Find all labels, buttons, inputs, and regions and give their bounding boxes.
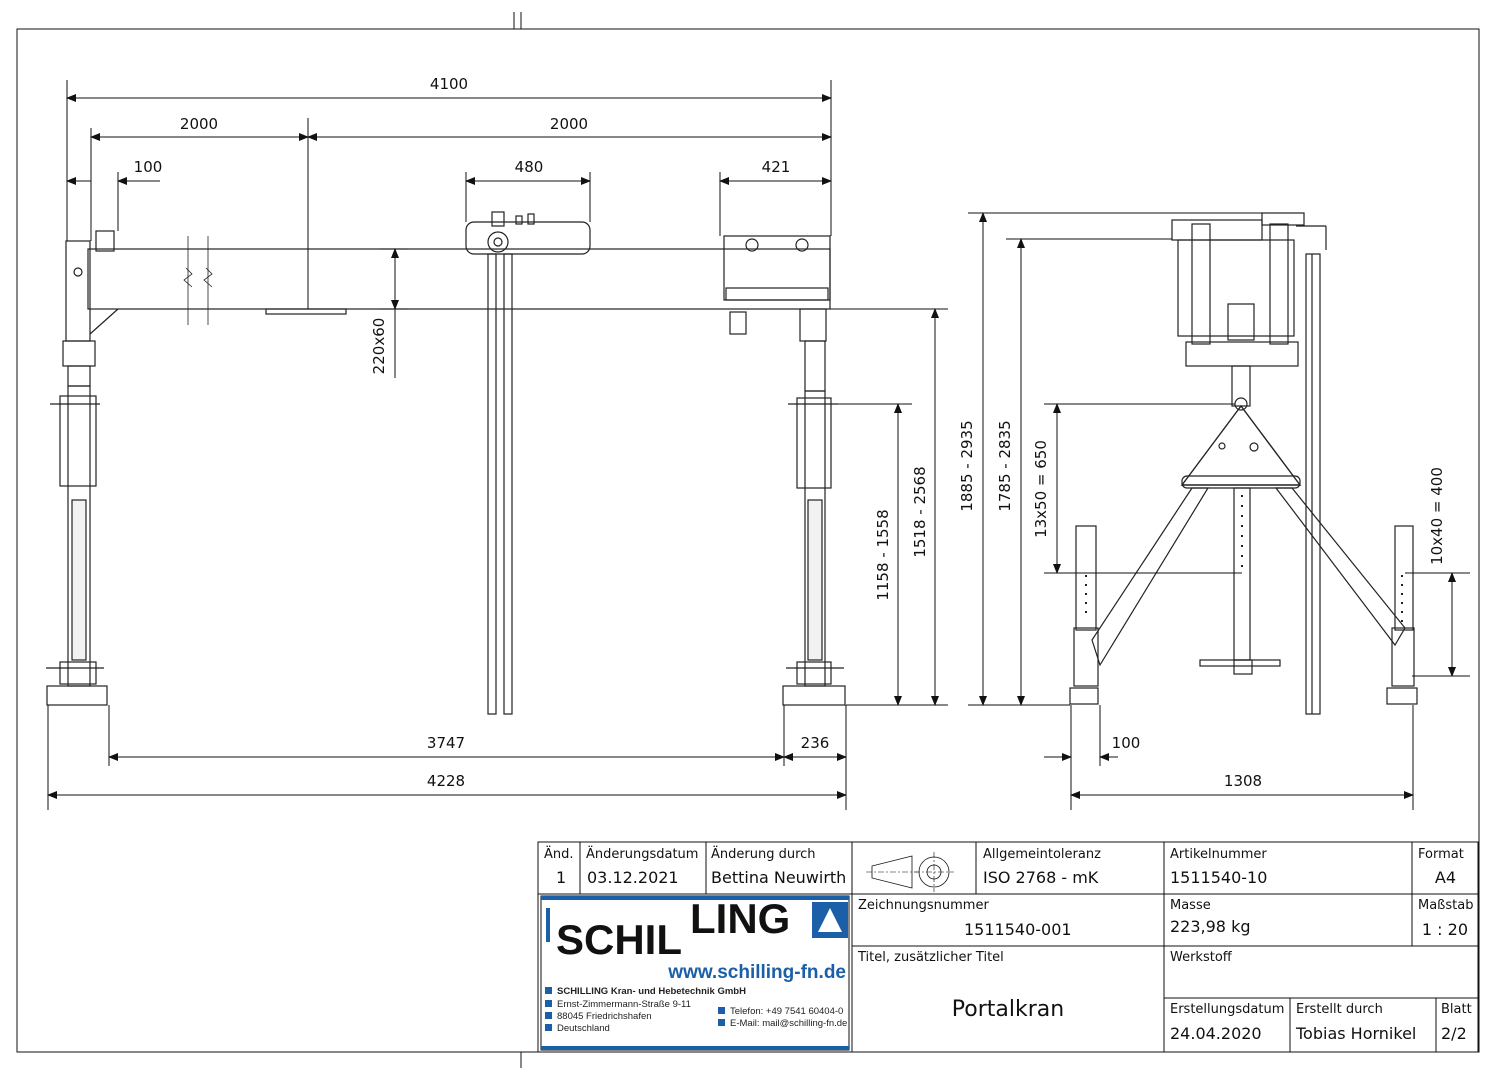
article-value: 1511540-10 [1170,868,1267,887]
format-value: A4 [1435,868,1456,887]
dim-beam-underside-height: 1518 - 2568 [911,466,929,557]
revision-value: 1 [556,868,566,887]
company-website: www.schilling-fn.de [667,962,846,983]
hook-strap-right [503,253,513,715]
tolerance-label: Allgemeintoleranz [983,847,1101,862]
created-by-value: Tobias Hornikel [1295,1024,1416,1043]
right-foot [782,685,846,706]
dim-foot-width: 236 [801,734,830,752]
title-label: Titel, zusätzlicher Titel [857,950,1004,965]
company-street: Ernst-Zimmermann-Straße 9-11 [557,999,691,1010]
bullet-icon [545,1024,552,1031]
hoist-base [1185,341,1299,367]
center-post [1233,487,1251,661]
right-side-foot [1386,687,1418,705]
format-label: Format [1418,847,1464,862]
article-label: Artikelnummer [1170,847,1267,862]
scale-value: 1 : 20 [1422,920,1468,939]
dim-leg-height-range: 1158 - 1558 [874,509,892,600]
main-beam [87,248,831,310]
revision-label: Änd. [544,846,574,862]
side-view [1069,212,1418,715]
material-label: Werkstoff [1170,950,1233,965]
tolerance-value: ISO 2768 - mK [983,868,1099,887]
sheet-value: 2/2 [1441,1024,1467,1043]
front-dimensions [47,80,948,810]
dim-base-width: 1308 [1224,772,1262,790]
center-plate [265,308,347,315]
dim-beam-section: 220x60 [370,318,388,375]
dim-foot-offset: 100 [1112,734,1141,752]
dim-leg-span-inner: 3747 [427,734,465,752]
company-logo-block: SCHIL LING www.schilling-fn.de SCHILLING… [540,895,850,1051]
dim-overall-width: 4100 [430,75,468,93]
side-rail [1305,253,1321,715]
dim-rail-height: 1785 - 2835 [996,420,1014,511]
scale-label: Maßstab [1418,898,1473,913]
company-city: 88045 Friedrichshafen [557,1011,652,1022]
hoist-box [723,235,831,301]
dim-upper-adjust: 13x50 = 650 [1032,440,1050,538]
phone-icon [718,1007,725,1014]
bullet-icon [545,1000,552,1007]
changed-by-value: Bettina Neuwirth [711,868,846,887]
company-phone: Telefon: +49 7541 60404-0 [730,1006,843,1017]
created-by-label: Erstellt durch [1296,1002,1383,1017]
logo-text-right: LING [690,895,790,942]
company-country: Deutschland [557,1023,610,1034]
created-date-value: 24.04.2020 [1170,1024,1262,1043]
side-dimension-labels: 1885 - 2935 1785 - 2835 13x50 = 650 10x4… [958,420,1446,790]
right-diagonal [1274,487,1406,647]
left-head [65,240,91,342]
title-block-text: Änd. 1 Änderungsdatum 03.12.2021 Änderun… [544,846,1473,1043]
dim-hoist-box-width: 421 [762,158,791,176]
dim-half-right: 2000 [550,115,588,133]
dim-half-left: 2000 [180,115,218,133]
bullet-icon [545,1012,552,1019]
dim-end-offset: 100 [134,158,163,176]
hook-strap-left [487,253,497,715]
drawing-number-value: 1511540-001 [964,920,1072,939]
front-dimension-labels: 4100 2000 2000 100 480 421 220x60 1158 -… [134,75,929,790]
company-email: E-Mail: mail@schilling-fn.de [730,1018,847,1029]
change-date-value: 03.12.2021 [587,868,679,887]
logo-text-left: SCHIL [556,916,682,963]
mass-value: 223,98 kg [1170,917,1251,936]
left-side-foot [1069,687,1099,705]
front-view [46,211,846,715]
changed-by-label: Änderung durch [711,846,816,862]
dim-lower-adjust: 10x40 = 400 [1428,467,1446,565]
drawing-title: Portalkran [952,997,1064,1022]
bullet-icon [545,987,552,994]
sheet-label: Blatt [1441,1002,1472,1017]
side-dimensions [968,212,1470,810]
left-diagonal [1091,487,1210,667]
drawing-number-label: Zeichnungsnummer [858,898,989,913]
dim-total-height: 1885 - 2935 [958,420,976,511]
hoist-unit [1177,239,1295,337]
mass-label: Masse [1170,898,1211,913]
dim-trolley-width: 480 [515,158,544,176]
change-date-label: Änderungsdatum [586,846,698,862]
left-foot [46,685,108,706]
triangle-plate [1180,404,1302,486]
title-block [537,841,1479,1053]
created-date-label: Erstellungsdatum [1170,1002,1284,1017]
dim-overall-base: 4228 [427,772,465,790]
company-name: SCHILLING Kran- und Hebetechnik GmbH [557,986,746,997]
mail-icon [718,1019,725,1026]
